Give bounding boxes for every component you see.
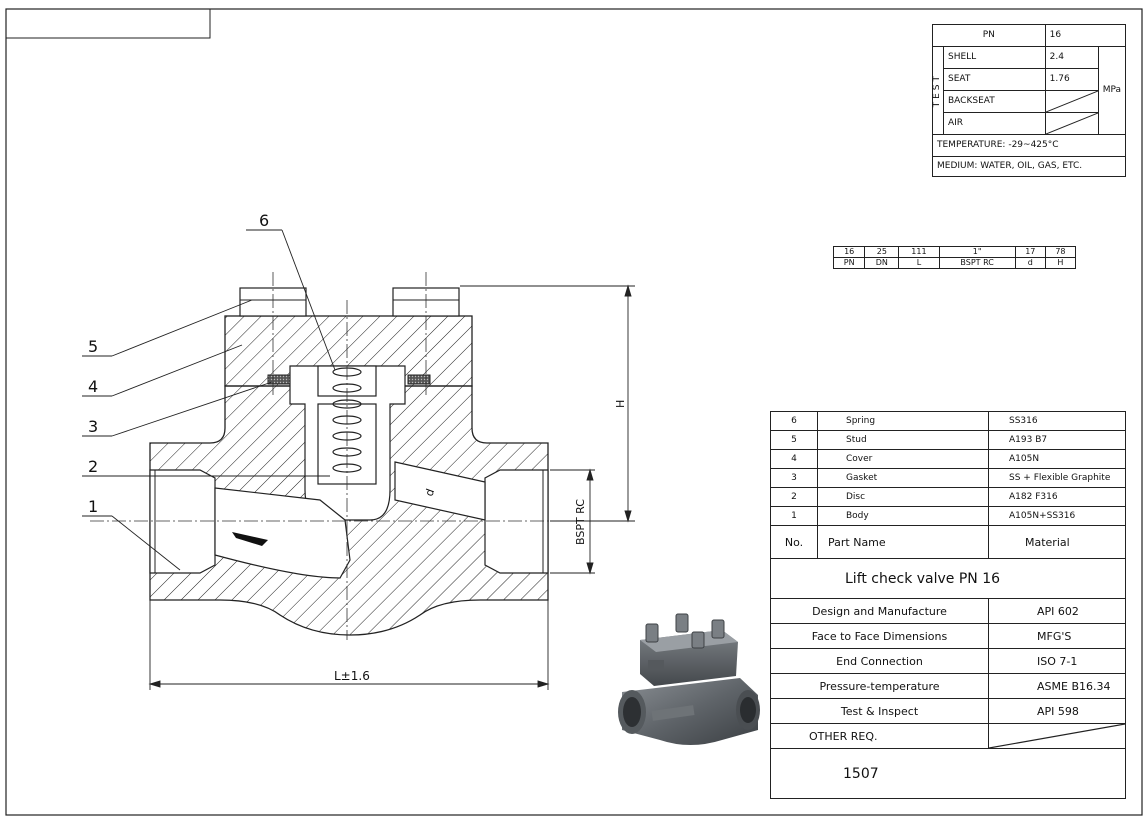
header-part-name: Part Name [817,525,989,559]
air-value-empty [1044,112,1099,135]
test-label: TEST [932,73,942,108]
spec-label: Face to Face Dimensions [770,623,989,649]
shell-value: 2.4 [1044,46,1099,69]
spec-value: ASME B16.34 [988,673,1126,699]
medium-text: MEDIUM: WATER, OIL, GAS, ETC. [932,156,1126,177]
temperature-text: TEMPERATURE: -29~425°C [932,134,1126,157]
dim-header: DN [864,257,900,269]
part-no: 6 [770,411,818,431]
flow-arrow [232,532,268,546]
spec-label: Pressure-temperature [770,673,989,699]
backseat-value-empty [1044,90,1099,113]
drawing-number: 1507 [770,748,1126,799]
callout-3: 3 [88,417,98,436]
part-no: 3 [770,468,818,488]
part-no: 5 [770,430,818,450]
spec-value: ISO 7-1 [988,648,1126,674]
gasket-left [267,374,291,385]
dim-l-label: L±1.6 [334,669,370,683]
spec-label: OTHER REQ. [770,723,989,749]
part-no: 1 [770,506,818,526]
outlet-passage [394,461,486,521]
part-name: Disc [817,487,989,507]
header-material: Material [988,525,1126,559]
backseat-label: BACKSEAT [943,90,1046,113]
pn-value: 16 [1044,24,1127,47]
spec-value: MFG'S [988,623,1126,649]
part-no: 2 [770,487,818,507]
left-port [149,469,216,574]
callout-leaders [82,229,336,571]
seat-label: SEAT [943,68,1046,91]
callout-1: 1 [88,497,98,516]
part-name: Body [817,506,989,526]
dim-bspt-label: BSPT RC [574,499,587,545]
callout-2: 2 [88,457,98,476]
dim-value: 25 [864,246,900,258]
part-material: A193 B7 [988,430,1126,450]
inlet-passage [214,487,351,579]
part-no: 4 [770,449,818,469]
test-pressure-table: PN 16 TEST SHELL 2.4 MPa SEAT 1.76 BACKS… [932,24,1127,177]
header-no: No. [770,525,818,559]
part-material: A105N [988,449,1126,469]
spec-value-empty [988,723,1126,749]
dim-header: H [1044,257,1077,269]
dim-h-label: H [614,400,627,408]
spec-label: End Connection [770,648,989,674]
callout-4: 4 [88,377,98,396]
dim-d-label: d [423,487,438,498]
dim-value: 1" [938,246,1016,258]
part-name: Stud [817,430,989,450]
pn-label: PN [932,24,1046,47]
part-material: A182 F316 [988,487,1126,507]
center-lines [90,272,635,640]
part-material: A105N+SS316 [988,506,1126,526]
dim-value: 78 [1044,246,1077,258]
dim-value: 17 [1014,246,1046,258]
dimension-table: 16 25 111 1" 17 78 PN DN L BSPT RC d H [832,246,1077,269]
unit-label: MPa [1097,46,1127,135]
spec-value: API 598 [988,698,1126,724]
right-port [484,469,549,574]
gasket-right [407,374,431,385]
spec-value: API 602 [988,598,1126,624]
corner-title-box [5,8,211,39]
part-material: SS + Flexible Graphite [988,468,1126,488]
callout-6: 6 [259,211,269,230]
seat-value: 1.76 [1044,68,1099,91]
spec-label: Design and Manufacture [770,598,989,624]
bill-of-materials: 6 Spring SS316 5 Stud A193 B7 4 Cover A1… [770,411,1126,799]
drawing-title: Lift check valve PN 16 [770,558,1126,599]
part-name: Spring [817,411,989,431]
part-name: Gasket [817,468,989,488]
dim-header: d [1014,257,1046,269]
valve-body-section [149,287,549,636]
part-name: Cover [817,449,989,469]
dimension-lines [148,284,635,690]
air-label: AIR [943,112,1046,135]
valve-product-photo [618,613,760,745]
sheet-border [5,8,1143,816]
dim-header: BSPT RC [938,257,1016,269]
spec-label: Test & Inspect [770,698,989,724]
dim-value: 16 [832,246,866,258]
dim-value: 111 [898,246,940,258]
callout-5: 5 [88,337,98,356]
dim-header: PN [832,257,866,269]
shell-label: SHELL [943,46,1046,69]
part-material: SS316 [988,411,1126,431]
dim-header: L [898,257,940,269]
